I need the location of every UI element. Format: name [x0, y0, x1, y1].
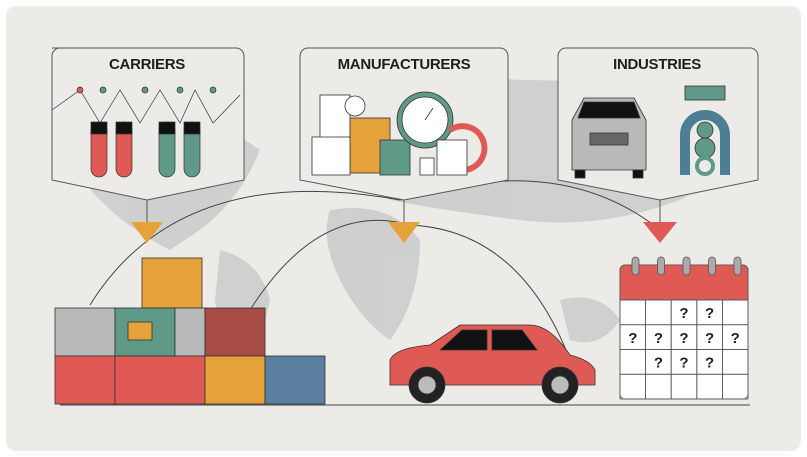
card-title: CARRIERS: [109, 56, 185, 73]
card-title: MANUFACTURERS: [338, 56, 471, 73]
card-title: INDUSTRIES: [613, 56, 701, 73]
calendar-ring: [682, 256, 691, 276]
question-mark: ?: [679, 330, 688, 347]
question-mark: ?: [654, 355, 663, 372]
question-mark: ?: [705, 355, 714, 372]
triangle-marker: [131, 222, 163, 243]
question-mark: ?: [705, 305, 714, 322]
calendar-ring: [733, 256, 742, 276]
shipping-containers: [54, 257, 326, 405]
robotic-arm-icon: [680, 85, 730, 176]
car-front-icon: [571, 97, 647, 179]
calendar-ring: [631, 256, 640, 276]
question-mark: ?: [705, 330, 714, 347]
question-mark: ?: [679, 355, 688, 372]
calendar-icon: ??????????: [619, 256, 749, 400]
question-mark: ?: [731, 330, 740, 347]
card-industries: INDUSTRIES: [557, 47, 759, 243]
triangle-marker: [388, 222, 420, 243]
calendar-ring: [657, 256, 665, 276]
card-manufacturers: MANUFACTURERS: [299, 47, 509, 243]
triangle-marker: [643, 222, 677, 243]
documents-clock-icon: [311, 91, 488, 176]
calendar-cell: [722, 373, 749, 400]
question-mark: ?: [679, 305, 688, 322]
question-mark: ?: [654, 330, 663, 347]
test-tubes-icon: [51, 86, 241, 178]
card-carriers: CARRIERS: [51, 47, 245, 243]
red-car-icon: [389, 324, 596, 404]
question-mark: ?: [628, 330, 637, 347]
calendar-ring: [708, 256, 716, 276]
